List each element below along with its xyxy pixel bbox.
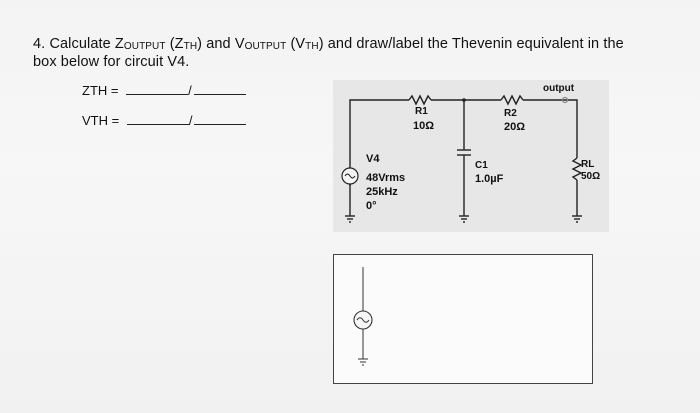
- resistor-r1-icon: [408, 94, 432, 106]
- wire-left-top: [349, 99, 409, 178]
- c1-name-label: C1: [475, 160, 488, 171]
- question-line2: box below for circuit V4.: [33, 54, 190, 70]
- sine-wave-icon: [344, 173, 356, 179]
- rl-value-label: 50Ω: [581, 171, 600, 182]
- c1-value-label: 1.0µF: [475, 173, 504, 185]
- v4-voltage-label: 48Vrms: [366, 172, 405, 184]
- zth-blank-2[interactable]: [193, 84, 246, 95]
- r2-value-label: 20Ω: [504, 121, 525, 133]
- zth-blank-1[interactable]: [126, 84, 189, 95]
- ground-icon-box: [358, 358, 368, 366]
- vth-blank-1[interactable]: [126, 114, 189, 125]
- vth-answer-row: VTH = /: [82, 113, 247, 128]
- answer-box-source: [353, 267, 373, 366]
- r1-name-label: R1: [415, 106, 428, 117]
- thevenin-answer-box[interactable]: [333, 254, 593, 384]
- output-node-icon: [561, 96, 569, 104]
- vth-blank-2[interactable]: [194, 114, 247, 125]
- question-text: 4. Calculate Zoutput (ZTH) and Voutput (…: [33, 36, 624, 70]
- r1-value-label: 10Ω: [413, 120, 434, 132]
- wire-right: [523, 99, 578, 158]
- v4-frequency-label: 25kHz: [366, 186, 398, 198]
- zth-answer-row: ZTH = /: [82, 83, 246, 98]
- schematic-background: [333, 80, 609, 232]
- resistor-rl-icon: [571, 157, 583, 181]
- sine-wave-icon-box: [356, 317, 370, 323]
- ground-icon-rl: [572, 215, 582, 223]
- resistor-r2-icon: [500, 94, 524, 106]
- rl-name-label: RL: [581, 159, 594, 170]
- zth-label: ZTH =: [82, 83, 119, 98]
- output-label: output: [543, 83, 575, 94]
- ground-icon: [345, 215, 355, 223]
- vth-label: VTH =: [82, 113, 120, 128]
- r2-name-label: R2: [504, 108, 517, 119]
- v4-phase-label: 0°: [366, 200, 377, 212]
- question-number: 4.: [33, 36, 46, 52]
- ground-icon-c1: [459, 215, 469, 223]
- v4-name-label: V4: [366, 153, 380, 165]
- circuit-schematic: R1 10Ω R2 20Ω output V4 48Vrms 25kHz 0° …: [333, 80, 609, 232]
